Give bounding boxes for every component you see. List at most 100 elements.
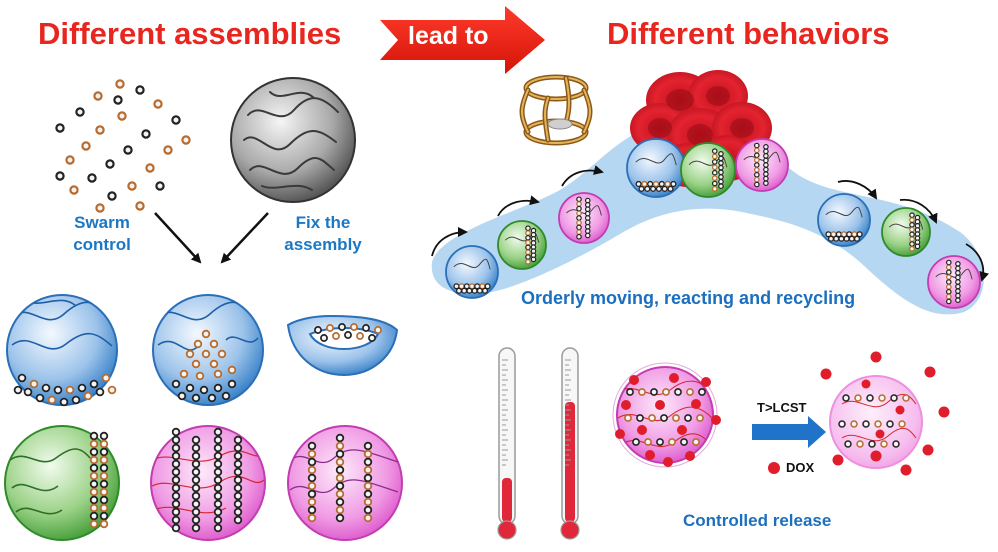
green-track-sphere <box>881 207 931 257</box>
particle <box>576 224 582 231</box>
temperature-trigger-arrow <box>752 416 826 448</box>
particle <box>945 259 952 266</box>
particle <box>163 145 173 155</box>
particle <box>753 167 760 173</box>
particle <box>35 393 45 403</box>
particle <box>880 440 888 448</box>
particle <box>207 393 217 403</box>
particle <box>638 388 646 396</box>
particle <box>217 349 227 359</box>
particle <box>171 523 181 533</box>
particle <box>363 441 373 451</box>
particle <box>584 219 591 226</box>
particle <box>201 329 211 339</box>
particle <box>656 438 664 446</box>
particle <box>99 439 109 449</box>
red-block-arrow-icon <box>380 6 545 74</box>
pink-sphere-body <box>558 192 610 244</box>
particle <box>123 145 133 155</box>
particle <box>667 185 674 192</box>
particle <box>718 183 724 190</box>
particle <box>692 438 700 446</box>
particle <box>213 383 223 393</box>
particle <box>307 449 317 459</box>
particle <box>662 388 670 396</box>
label-temperature-trigger: T>LCST <box>757 400 807 415</box>
particle <box>833 235 840 242</box>
particle <box>584 197 591 204</box>
particle <box>955 283 961 290</box>
particle <box>155 181 165 191</box>
particle <box>213 483 223 493</box>
particle <box>363 457 373 467</box>
label-fix-line1: Fix the <box>295 213 351 232</box>
particle <box>191 467 201 477</box>
swarm-particles <box>55 79 191 213</box>
particle <box>652 180 660 188</box>
particle <box>171 475 181 485</box>
dox-dot <box>669 373 679 383</box>
particle <box>89 447 99 457</box>
particle <box>525 249 531 256</box>
particle <box>171 115 181 125</box>
particle <box>77 383 87 393</box>
label-fix-the-assembly: Fix the assembly <box>274 212 372 256</box>
particle <box>525 244 531 251</box>
particle <box>955 292 961 299</box>
dox-dot <box>645 450 655 460</box>
particle <box>711 175 718 181</box>
particle <box>117 111 127 121</box>
particle <box>763 157 769 164</box>
label-fix-line2: assembly <box>284 235 362 254</box>
particle <box>636 414 644 422</box>
particle <box>89 463 99 473</box>
particle <box>576 229 582 235</box>
dox-dot <box>701 377 711 387</box>
blue-track-sphere <box>626 138 686 198</box>
particle <box>199 385 209 395</box>
particle <box>763 144 769 150</box>
particle <box>718 178 724 185</box>
particle <box>171 515 181 525</box>
particle <box>635 180 642 188</box>
dox-dot <box>922 444 934 456</box>
particle <box>115 79 125 89</box>
particle <box>890 394 898 402</box>
particle <box>213 451 223 461</box>
dox-dot <box>629 375 639 385</box>
particle <box>626 388 634 396</box>
particle <box>233 507 243 517</box>
particle <box>105 159 115 169</box>
particle <box>763 148 769 155</box>
particle <box>955 270 961 276</box>
particle <box>89 503 99 513</box>
particle <box>696 414 704 422</box>
particle <box>213 475 223 485</box>
particle <box>233 435 243 445</box>
particle <box>99 511 109 521</box>
particle <box>95 203 105 213</box>
particle <box>525 225 531 232</box>
particle <box>171 491 181 501</box>
particle <box>902 394 910 402</box>
particle <box>191 507 201 517</box>
particle <box>191 499 201 509</box>
particle <box>332 332 340 340</box>
particle <box>171 443 181 453</box>
particle <box>484 283 491 290</box>
particle <box>55 123 65 133</box>
polymer-chain <box>935 268 973 280</box>
particle <box>89 439 99 449</box>
particle <box>753 152 760 159</box>
particle <box>53 385 63 395</box>
particle <box>233 443 243 453</box>
dox-dot <box>663 457 673 467</box>
particle <box>99 487 109 497</box>
particle <box>945 264 952 271</box>
particle <box>335 449 345 459</box>
blue-track-sphere <box>817 193 871 247</box>
particle <box>753 162 760 168</box>
particle <box>213 515 223 525</box>
particle <box>843 235 850 242</box>
particle <box>648 414 656 422</box>
